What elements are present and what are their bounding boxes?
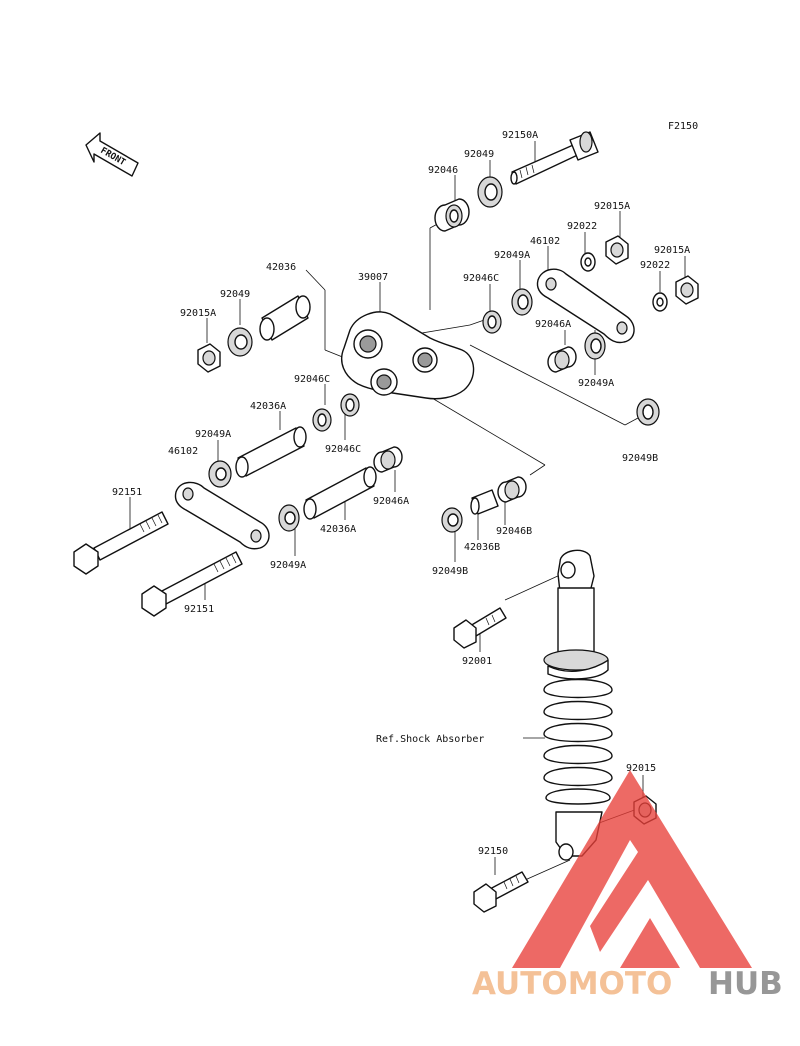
nut-92015A-a (605, 235, 629, 265)
label-92049-top: 92049 (464, 149, 494, 160)
washer-92049A-r1 (511, 288, 533, 316)
washer-92022-b (652, 292, 668, 312)
washer-92049A-lower (278, 504, 300, 532)
sleeve-42036 (259, 295, 311, 341)
bolt-92151-b (141, 551, 243, 617)
washer-92022-a (580, 252, 596, 272)
part-labels: 92150A 92049 92046 92015A 92022 46102 92… (112, 130, 690, 857)
label-92049-left: 92049 (220, 289, 250, 300)
bolt-92150A (510, 131, 599, 185)
label-92046C-r: 92046C (463, 273, 499, 284)
label-42036: 42036 (266, 262, 296, 273)
label-42036A-l: 42036A (320, 524, 356, 535)
label-92150A: 92150A (502, 130, 538, 141)
washer-92049-left (227, 327, 253, 357)
watermark-text-b: HUB (708, 966, 783, 1002)
link-plate-46102-left (174, 481, 270, 550)
label-ref-shock-absorber: Ref.Shock Absorber (376, 734, 484, 745)
label-92046A-r: 92046A (535, 319, 571, 330)
bolt-92150 (473, 871, 529, 913)
triangle-logo-icon (512, 770, 752, 968)
label-92022-b: 92022 (640, 260, 670, 271)
nut-92015A-left (197, 343, 221, 373)
label-39007: 39007 (358, 272, 388, 283)
bearing-92046A-m (373, 446, 403, 473)
label-92049A-r1: 92049A (494, 250, 530, 261)
link-plate-46102-right (536, 268, 635, 344)
label-92150: 92150 (478, 846, 508, 857)
watermark-logo: AUTOMOTO HUB (472, 770, 783, 1002)
front-arrow-icon: FRONT (85, 132, 139, 177)
figure-code: F2150 (668, 121, 698, 132)
label-92015: 92015 (626, 763, 656, 774)
bearing-92046A-r (547, 346, 577, 373)
label-92151-b: 92151 (184, 604, 214, 615)
label-92049B-lo: 92049B (432, 566, 468, 577)
label-92046C-m: 92046C (325, 444, 361, 455)
label-92001: 92001 (462, 656, 492, 667)
sleeve-42036B (470, 489, 499, 515)
bolt-92001 (453, 607, 507, 649)
label-46102-right: 46102 (530, 236, 560, 247)
shock-absorber (543, 549, 613, 861)
label-92049A-r2: 92049A (578, 378, 614, 389)
bearing-92046B (497, 476, 527, 503)
label-92015A-b: 92015A (654, 245, 690, 256)
rocker-arm-39007 (340, 311, 475, 400)
label-92046B: 92046B (496, 526, 532, 537)
label-92049A-l: 92049A (195, 429, 231, 440)
bearing-92046C-m (340, 393, 360, 417)
bolt-92151-a (73, 511, 169, 575)
washer-92049B-r (636, 398, 660, 426)
label-92046A-m: 92046A (373, 496, 409, 507)
washer-92049B-lower (441, 507, 463, 533)
label-92151-a: 92151 (112, 487, 142, 498)
label-42036A-u: 42036A (250, 401, 286, 412)
label-46102-left: 46102 (168, 446, 198, 457)
washer-92049A-r2 (584, 332, 606, 360)
label-92046-top: 92046 (428, 165, 458, 176)
sleeve-42036A-lower (303, 466, 377, 520)
label-92049B-r: 92049B (622, 453, 658, 464)
label-92022-a: 92022 (567, 221, 597, 232)
bearing-92046C-l (312, 408, 332, 432)
label-42036B: 42036B (464, 542, 500, 553)
watermark-text-a: AUTOMOTO (472, 966, 672, 1002)
bearing-92046-top (434, 198, 470, 232)
label-92046C-l: 92046C (294, 374, 330, 385)
label-92015A-left: 92015A (180, 308, 216, 319)
washer-92049-top (477, 176, 503, 208)
bearing-92046C-r (482, 310, 502, 334)
label-92049A-lo: 92049A (270, 560, 306, 571)
washer-92049A-l (208, 460, 232, 488)
sleeve-42036A-upper (235, 426, 307, 478)
nut-92015A-b (675, 275, 699, 305)
label-92015A-a: 92015A (594, 201, 630, 212)
